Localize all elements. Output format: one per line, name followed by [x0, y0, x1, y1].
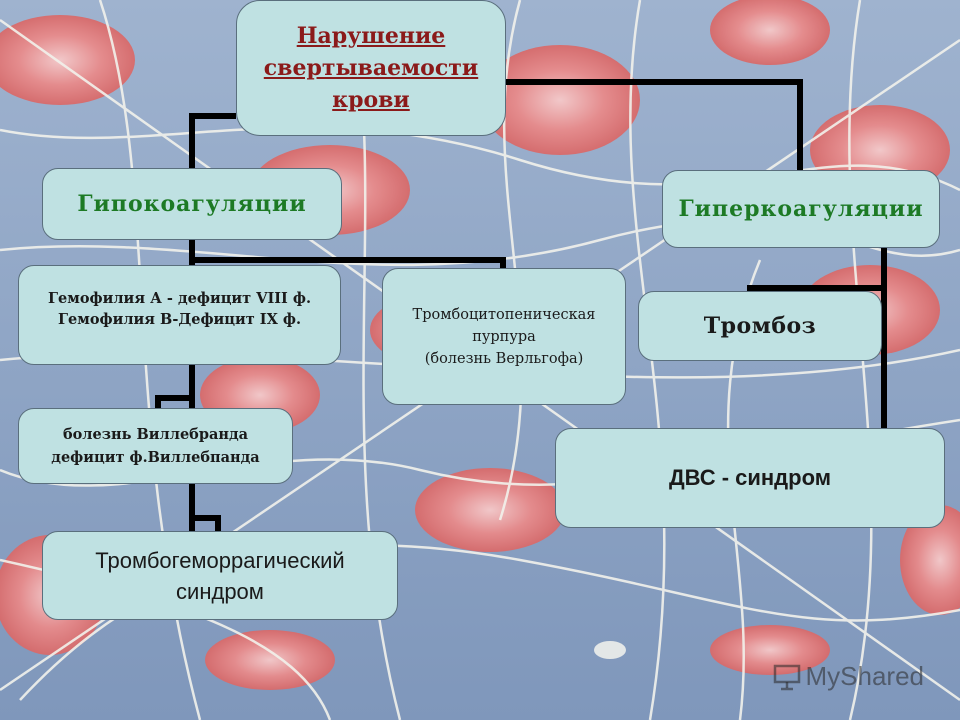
watermark-text: MyShared: [805, 661, 925, 691]
root-line-3: крови: [332, 87, 410, 113]
root-node-blood-clotting-disorder: Нарушение свертываемости крови: [236, 0, 506, 136]
willebrand-disease-node: болезнь Виллебранда дефицит ф.Виллебпанд…: [18, 408, 293, 484]
thrombosis-label: Тромбоз: [703, 313, 817, 339]
hypercoagulation-node: Гиперкоагуляции: [662, 170, 940, 248]
purpura-label: Тромбоцитопеническая пурпура (болезнь Ве…: [412, 306, 596, 367]
hemophilia-node: Гемофилия А - дефицит VIII ф. Гемофилия …: [18, 265, 341, 365]
hemophilia-label: Гемофилия А - дефицит VIII ф. Гемофилия …: [48, 290, 311, 328]
thrombohemorrhagic-syndrome-node: Тромбогеморрагический синдром: [42, 531, 398, 620]
presentation-icon: [773, 664, 800, 690]
hypocoagulation-node: Гипокоагуляции: [42, 168, 342, 240]
root-line-1: Нарушение: [296, 23, 446, 49]
dic-label: ДВС - синдром: [668, 465, 832, 490]
dic-syndrome-node: ДВС - синдром: [555, 428, 945, 528]
willebrand-label: болезнь Виллебранда дефицит ф.Виллебпанд…: [51, 426, 260, 466]
root-line-2: свертываемости: [263, 55, 479, 81]
thrombosis-node: Тромбоз: [638, 291, 882, 361]
hypocoagulation-label: Гипокоагуляции: [77, 191, 307, 217]
thrombocytopenic-purpura-node: Тромбоцитопеническая пурпура (болезнь Ве…: [382, 268, 626, 405]
hypercoagulation-label: Гиперкоагуляции: [678, 196, 924, 222]
myshared-watermark: MyShared: [772, 661, 925, 692]
thrombohemorrhagic-label: Тромбогеморрагический синдром: [95, 547, 345, 604]
